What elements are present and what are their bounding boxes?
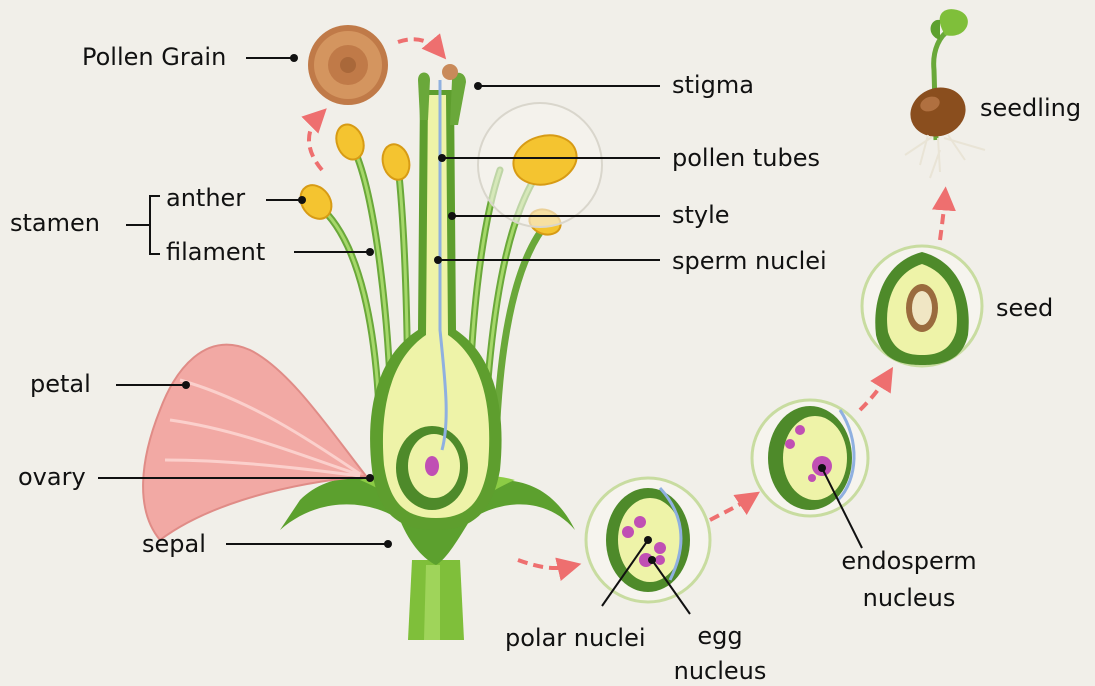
label-seed: seed xyxy=(996,296,1053,320)
label-egg-nucleus-line1: egg xyxy=(662,624,778,648)
label-stamen: stamen xyxy=(10,211,100,235)
label-sperm-nuclei: sperm nuclei xyxy=(672,249,827,273)
label-endosperm-line2: nucleus xyxy=(826,586,992,610)
label-anther: anther xyxy=(166,186,245,210)
petal-shape xyxy=(143,345,366,540)
stamen-bracket xyxy=(126,196,160,254)
label-polar-nuclei: polar nuclei xyxy=(505,626,646,650)
leader-lines xyxy=(98,58,862,614)
label-endosperm-nucleus: endosperm nucleus xyxy=(826,549,992,610)
label-ovary: ovary xyxy=(18,465,86,489)
label-petal: petal xyxy=(30,372,91,396)
label-sepal: sepal xyxy=(142,532,206,556)
endosperm-stage xyxy=(752,400,868,516)
pollen-on-stigma xyxy=(442,64,458,80)
label-egg-nucleus: egg nucleus xyxy=(662,624,778,683)
seed-stage xyxy=(862,246,982,366)
label-filament: filament xyxy=(166,240,265,264)
label-stigma: stigma xyxy=(672,73,754,97)
seedling-shape xyxy=(903,9,985,178)
label-seedling: seedling xyxy=(980,96,1081,120)
egg-cell xyxy=(425,456,439,476)
pollen-grain-shape xyxy=(308,25,388,105)
label-egg-nucleus-line2: nucleus xyxy=(662,659,778,683)
label-pollen-tubes: pollen tubes xyxy=(672,146,820,170)
label-pollen-grain: Pollen Grain xyxy=(82,45,226,69)
label-endosperm-line1: endosperm xyxy=(826,549,992,573)
label-style: style xyxy=(672,203,730,227)
stem xyxy=(408,560,464,640)
